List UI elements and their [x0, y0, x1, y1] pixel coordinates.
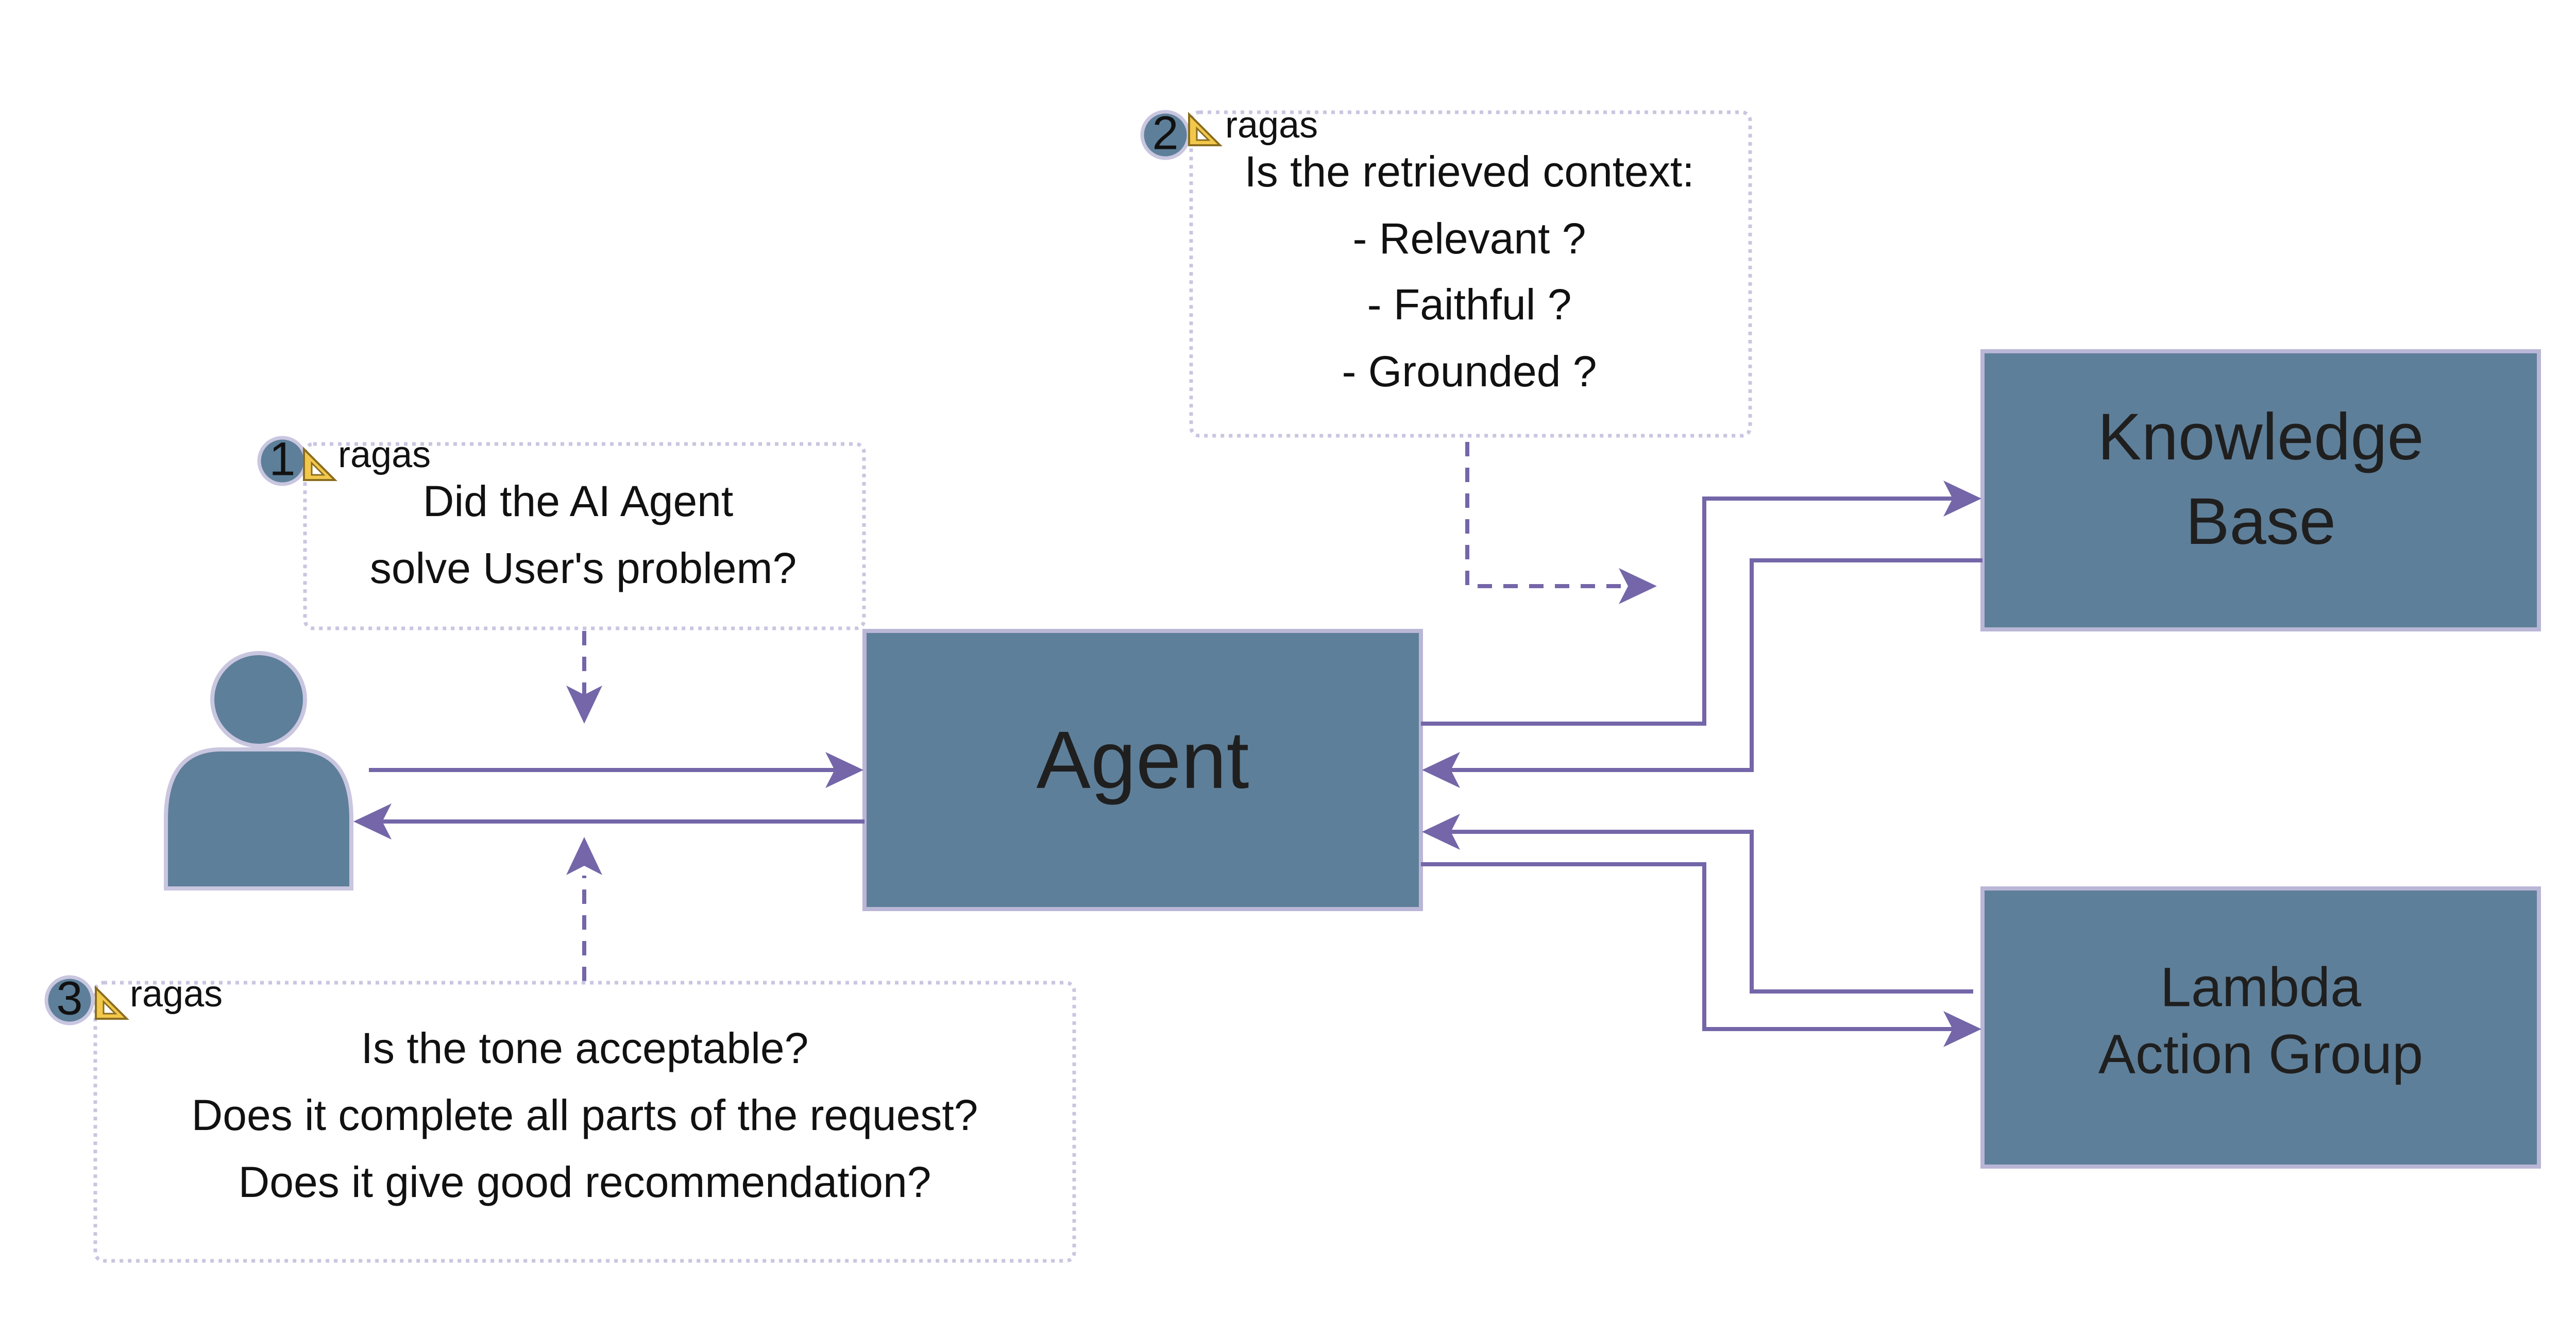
user-icon — [164, 651, 353, 891]
eval-1-line-1: Did the AI Agent — [423, 477, 733, 525]
evaluation-box-3: 3 ragas Is the tone acceptable? Does it … — [44, 972, 1076, 1263]
agent-label: Agent — [1037, 715, 1249, 806]
dashed-arrowheads — [566, 568, 1657, 875]
agent-to-lambda-arrow — [1421, 862, 1953, 1031]
badge-3 — [44, 975, 95, 1025]
ruler-icon — [303, 447, 337, 481]
lambda-node: Lambda Action Group — [1980, 886, 2541, 1169]
eval-3-line-1: Is the tone acceptable? — [361, 1024, 809, 1072]
evaluation-box-2: 2 ragas Is the retrieved context: - Rele… — [1140, 105, 1752, 438]
knowledge-base-node: Knowledge Base — [1980, 349, 2541, 631]
eval-2-line-1: Is the retrieved context: — [1244, 147, 1694, 196]
knowledge-base-label-line2: Base — [2185, 485, 2336, 558]
eval2-dashed-arrow — [1465, 442, 1628, 588]
ruler-icon — [95, 985, 129, 1020]
lambda-label-line2: Action Group — [2098, 1023, 2423, 1085]
connectors — [369, 497, 1982, 1031]
eval-3-line-2: Does it complete all parts of the reques… — [192, 1091, 978, 1139]
eval-2-line-3: - Faithful ? — [1367, 280, 1572, 329]
badge-1-number: 1 — [269, 433, 295, 485]
evaluation-box-1: 1 ragas Did the AI Agent solve User's pr… — [257, 433, 866, 630]
lambda-to-agent-arrow — [1450, 830, 1973, 994]
eval-1-line-2: solve User's problem? — [370, 544, 796, 592]
lambda-label-line1: Lambda — [2160, 956, 2362, 1018]
agent-to-kb-arrow — [1421, 497, 1953, 726]
kb-to-agent-arrow — [1450, 558, 1982, 772]
badge-2-number: 2 — [1152, 107, 1178, 159]
ruler-icon — [1188, 112, 1223, 146]
agent-node: Agent — [862, 629, 1423, 911]
eval-2-line-2: - Relevant ? — [1353, 214, 1586, 263]
knowledge-base-label-line1: Knowledge — [2097, 400, 2424, 474]
eval-1-tag: ragas — [338, 434, 431, 475]
badge-3-number: 3 — [56, 972, 82, 1024]
arrowheads — [353, 481, 1981, 1047]
dashed-connectors — [582, 442, 1628, 981]
eval-3-line-3: Does it give good recommendation? — [239, 1158, 931, 1206]
eval-2-tag: ragas — [1225, 105, 1318, 146]
eval-2-line-4: - Grounded ? — [1342, 347, 1597, 396]
eval-3-tag: ragas — [130, 973, 223, 1015]
